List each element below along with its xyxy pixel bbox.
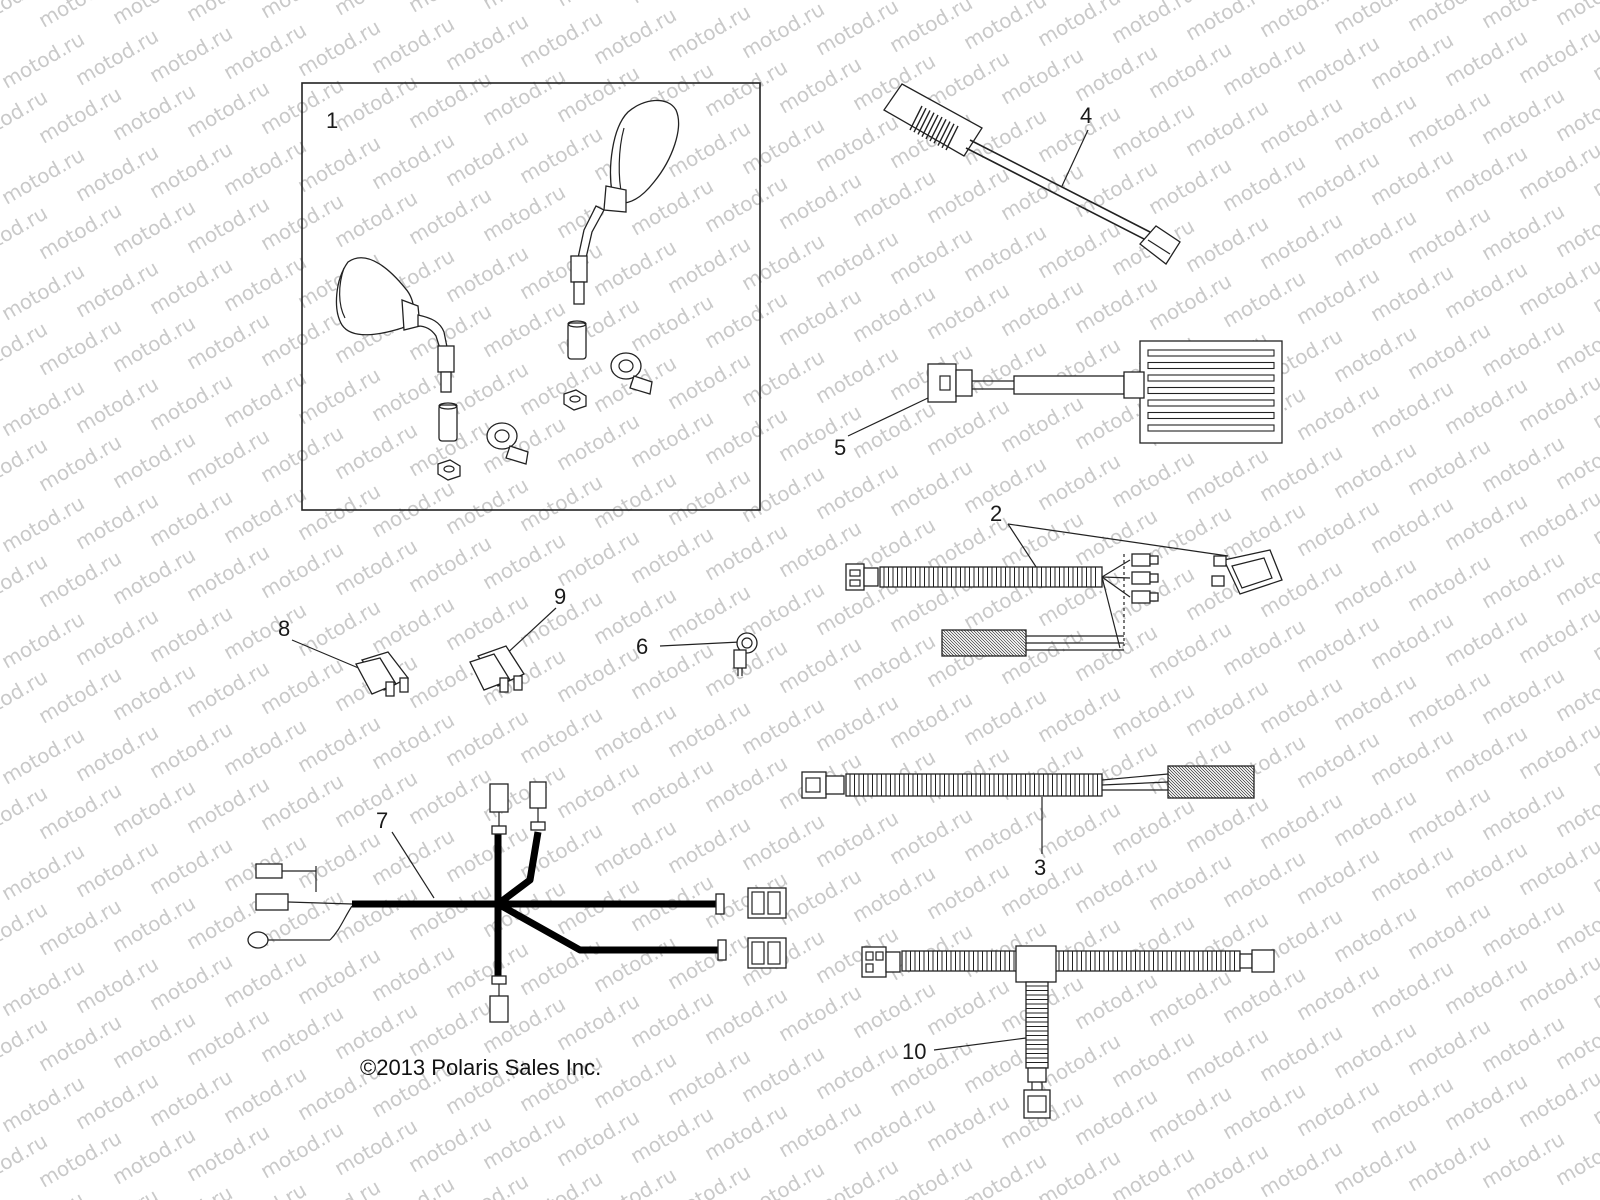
callout-7: 7 (376, 808, 388, 833)
callout-8: 8 (278, 616, 290, 641)
part-4-cable: 4 (883, 83, 1181, 265)
callout-1: 1 (326, 108, 338, 133)
callout-5: 5 (834, 435, 846, 460)
left-mirror (335, 257, 455, 393)
callout-2: 2 (990, 501, 1002, 526)
spacer-right (567, 322, 587, 360)
part-10-t-harness: 10 (861, 945, 1275, 1119)
part-9-rocker-switch: 9 (469, 584, 566, 693)
callout-3: 3 (1034, 855, 1046, 880)
callout-10: 10 (902, 1039, 926, 1064)
callout-4: 4 (1080, 103, 1092, 128)
part-8-rocker-switch: 8 (278, 616, 409, 697)
part-7-main-harness: 7 (247, 781, 787, 1023)
spacer-left (438, 404, 458, 442)
callout-6: 6 (636, 634, 648, 659)
part-6-toggle: 6 (636, 632, 758, 676)
copyright-text: ©2013 Polaris Sales Inc. (360, 1055, 601, 1080)
part-2-switch-harness: 2 (845, 501, 1283, 657)
nut-right (563, 389, 587, 411)
mirror-kit-group: 1 (301, 82, 761, 511)
part-5-heater-pad: 5 (834, 340, 1283, 460)
nut-left (437, 459, 461, 481)
rocker-switch-2 (1211, 549, 1283, 595)
callout-9: 9 (554, 584, 566, 609)
clamp-left (486, 422, 529, 465)
right-mirror (570, 99, 680, 305)
mirror-kit-frame (301, 82, 761, 511)
part-3-harness: 3 (801, 765, 1255, 880)
clamp-right (610, 352, 653, 395)
